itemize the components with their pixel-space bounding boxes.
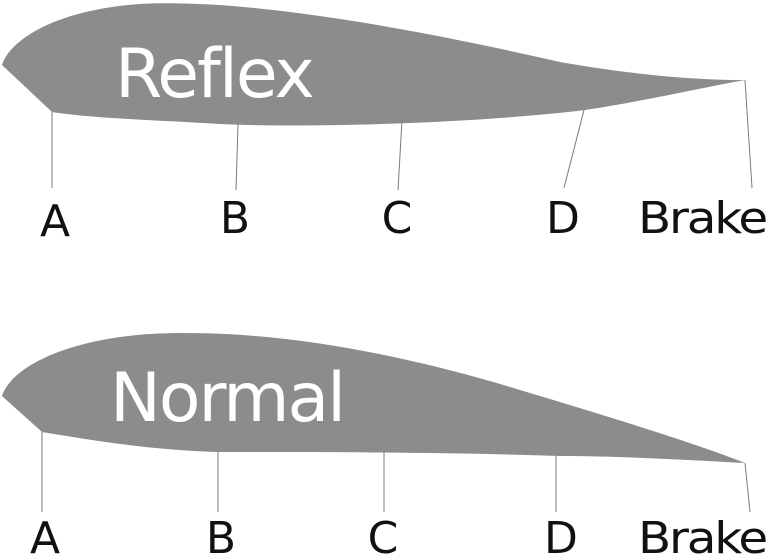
- reflex-label-brake: Brake: [638, 193, 766, 244]
- normal-label-a: A: [30, 513, 60, 555]
- normal-airfoil-group: Normal A B C D Brake: [2, 333, 768, 555]
- normal-label-c: C: [368, 513, 397, 555]
- normal-leader-brake: [744, 462, 751, 513]
- reflex-title: Reflex: [115, 35, 314, 114]
- reflex-airfoil-group: Reflex A B C D Brake: [2, 3, 768, 247]
- reflex-label-b: B: [220, 193, 248, 244]
- normal-label-d: D: [544, 513, 576, 555]
- normal-airfoil-shape: [2, 333, 745, 463]
- reflex-label-c: C: [382, 193, 411, 244]
- normal-label-brake: Brake: [638, 513, 766, 555]
- normal-label-b: B: [206, 513, 234, 555]
- reflex-leader-d: [563, 109, 585, 189]
- reflex-airfoil-shape: [2, 3, 745, 126]
- reflex-leader-b: [235, 123, 239, 191]
- reflex-leader-c: [397, 119, 403, 191]
- normal-title: Normal: [110, 359, 344, 438]
- reflex-label-d: D: [546, 193, 578, 244]
- reflex-label-a: A: [40, 196, 70, 247]
- reflex-leader-brake: [744, 79, 753, 189]
